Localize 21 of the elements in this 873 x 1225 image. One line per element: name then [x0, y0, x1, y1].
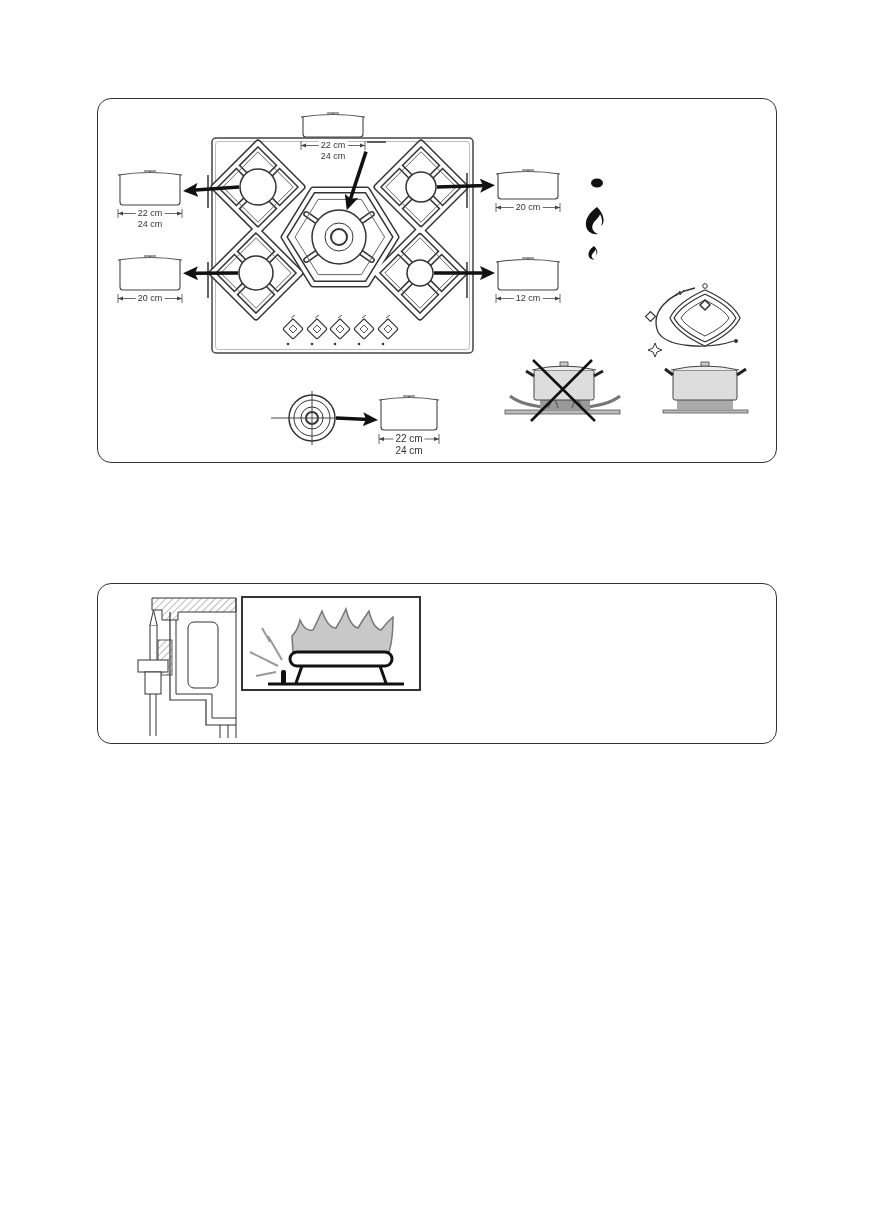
burner [311, 209, 367, 265]
dimension-label: 24 cm [135, 219, 165, 230]
dimension-label: 22 cm [135, 208, 165, 219]
arrow [335, 412, 378, 427]
dimension-label: 24 cm [318, 151, 348, 162]
dimension-label: 12 cm [513, 293, 543, 304]
dimension-label: 20 cm [135, 293, 165, 304]
dimension-label: 20 cm [513, 202, 543, 213]
arrow [436, 178, 495, 193]
burner [238, 255, 274, 291]
arrow [344, 151, 368, 211]
burner [405, 171, 437, 203]
burner [239, 168, 277, 206]
arrow [434, 266, 495, 281]
dimension-label: 24 cm [393, 445, 425, 457]
burner [406, 259, 434, 287]
burner-top-view [271, 391, 336, 445]
dimension-label: 22 cm [393, 433, 425, 445]
dimension-label: 22 cm [318, 140, 348, 151]
arrow [183, 266, 238, 281]
arrow [183, 182, 240, 197]
